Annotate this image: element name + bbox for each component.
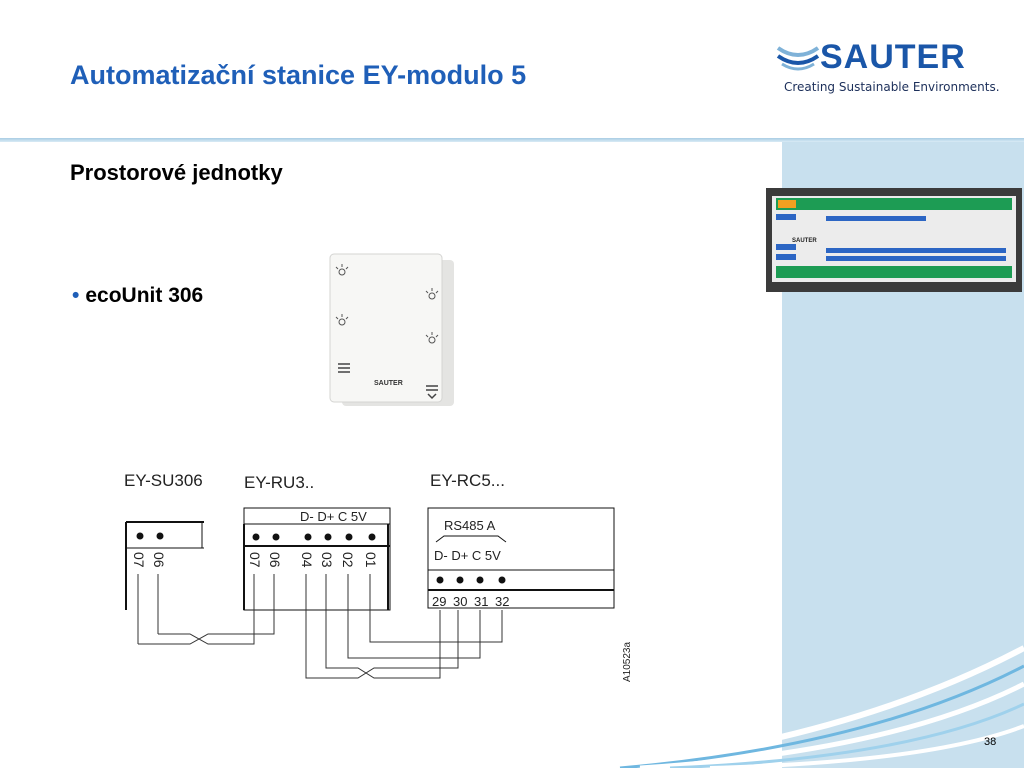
bullet-item: •ecoUnit 306 (72, 284, 203, 308)
sauter-logo: SAUTER Creating Sustainable Environments… (774, 38, 1000, 100)
rc-protocol-label: RS485 A (444, 518, 496, 533)
ey-modulo-controller-image: SAUTER (766, 188, 1022, 292)
ru-header-label: D- D+ C 5V (300, 509, 367, 524)
terminal-label: 03 (319, 552, 335, 568)
terminal-label: 29 (432, 594, 446, 609)
terminal-label: 02 (340, 552, 356, 568)
terminal-label: 06 (151, 552, 167, 568)
decorative-waves (600, 645, 1024, 768)
module-brand-label: SAUTER (792, 238, 817, 244)
ecounit-device-image: SAUTER (329, 253, 454, 406)
section-subtitle: Prostorové jednotky (70, 160, 283, 185)
header-divider (0, 138, 1024, 142)
unit-label-ru3: EY-RU3.. (244, 473, 314, 492)
terminal-label: 31 (474, 594, 488, 609)
lamp-icon (425, 288, 439, 300)
sauter-wave-icon (776, 46, 820, 71)
terminal-label: 30 (453, 594, 467, 609)
unit-box-ru3: D- D+ C 5V 07 06 04 03 02 01 (243, 507, 391, 611)
blind-icon (426, 385, 438, 400)
blind-icon (338, 363, 350, 373)
bullet-marker: • (72, 284, 80, 307)
bullet-text: ecoUnit 306 (85, 284, 204, 307)
wire-connections (137, 574, 503, 679)
unit-label-rc5: EY-RC5... (430, 471, 505, 490)
terminal-label: 04 (299, 552, 315, 568)
logo-tagline: Creating Sustainable Environments. (784, 80, 1000, 94)
lamp-icon (335, 264, 349, 276)
unit-label-su306: EY-SU306 (124, 471, 203, 490)
wiring-diagram: EY-SU306 EY-RU3.. EY-RC5... 07 06 D- D+ … (124, 471, 633, 682)
logo-wordmark: SAUTER (820, 38, 966, 76)
unit-box-su306: 07 06 (125, 521, 204, 610)
device-brand-label: SAUTER (374, 380, 403, 387)
lamp-icon (425, 332, 439, 344)
lamp-icon (335, 314, 349, 326)
terminal-label: 07 (131, 552, 147, 568)
terminal-label: 01 (363, 552, 379, 568)
figure-id-label: A10523a (622, 642, 633, 682)
terminal-label: 07 (247, 552, 263, 568)
page-number: 38 (984, 736, 997, 748)
unit-box-rc5: RS485 A D- D+ C 5V 29 30 31 32 (427, 507, 615, 609)
terminal-label: 06 (267, 552, 283, 568)
terminal-label: 32 (495, 594, 509, 609)
slide-title: Automatizační stanice EY-modulo 5 (70, 60, 527, 90)
rc-header-label: D- D+ C 5V (434, 548, 501, 563)
